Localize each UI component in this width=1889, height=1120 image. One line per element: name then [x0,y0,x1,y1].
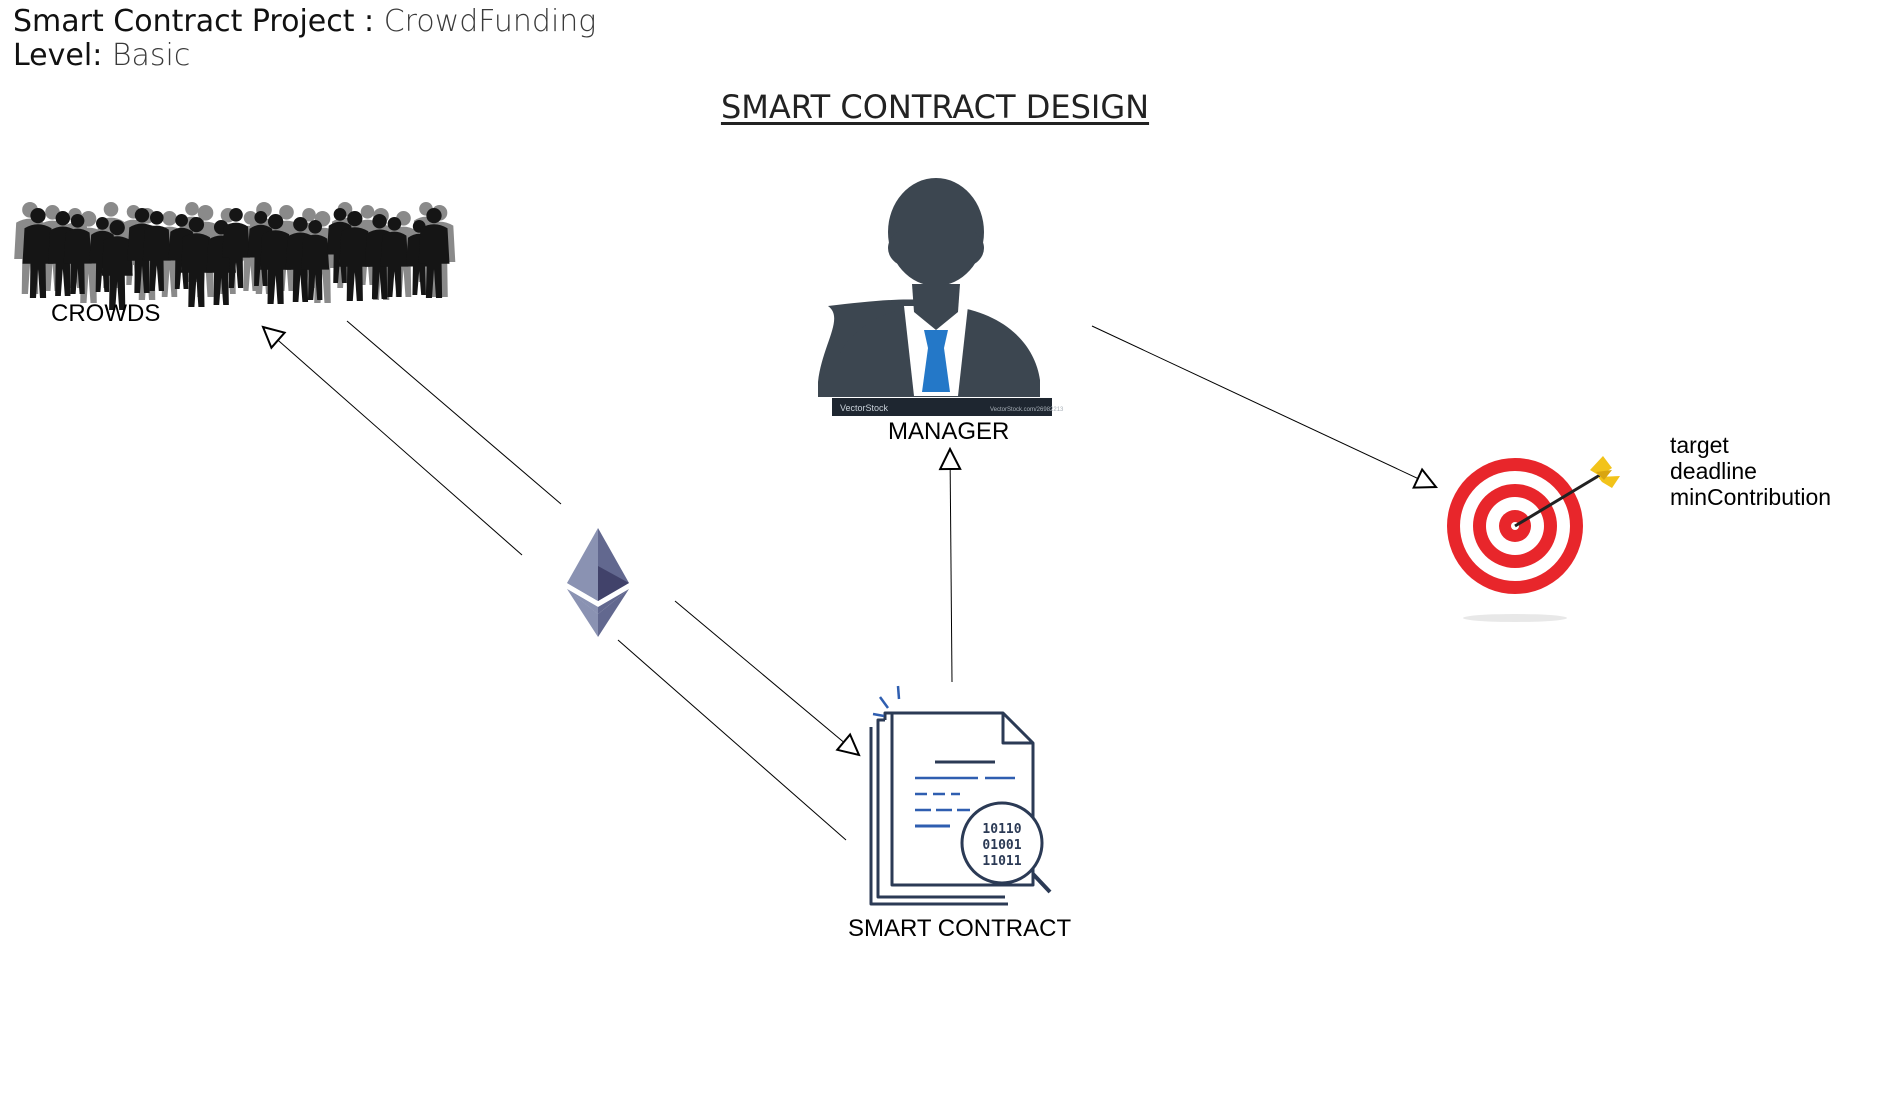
binary-row-3: 11011 [982,854,1021,869]
project-level-value: Basic [111,38,191,73]
manager-watermark-right: VectorStock.com/26982213 [990,407,1064,413]
attr-min-contribution: minContribution [1670,484,1832,510]
connector-eth-to-contract [674,600,859,755]
project-level: Level: Basic [13,38,190,73]
binary-row-2: 01001 [982,838,1021,853]
binary-row-1: 10110 [982,822,1021,837]
target-attributes: target deadline minContribution [1670,432,1831,510]
connector-crowds-to-eth [346,320,562,505]
project-title: Smart Contract Project : CrowdFunding [13,4,596,39]
crowd-silhouette-icon [14,202,456,310]
ethereum-icon [567,528,629,637]
project-title-key: Smart Contract Project : [13,4,375,39]
project-level-key: Level: [13,38,103,73]
diagram-title: SMART CONTRACT DESIGN [720,88,1150,126]
manager-watermark-left: VectorStock [840,403,889,413]
connector-contract-to-eth [617,639,847,841]
connector-manager-to-target [1091,325,1436,487]
connectors [263,320,1436,841]
crowds-label: CROWDS [51,300,161,327]
connector-contract-to-manager [950,449,952,683]
bullseye-target-icon [1447,456,1620,622]
manager-label: MANAGER [888,418,1010,445]
businessman-icon [818,178,1052,416]
document-magnifier-icon [869,685,1052,906]
attr-target: target [1670,432,1729,458]
project-title-value: CrowdFunding [383,4,597,39]
connector-eth-to-crowds [263,327,523,556]
attr-deadline: deadline [1670,458,1757,484]
smart-contract-label: SMART CONTRACT [848,915,1072,942]
